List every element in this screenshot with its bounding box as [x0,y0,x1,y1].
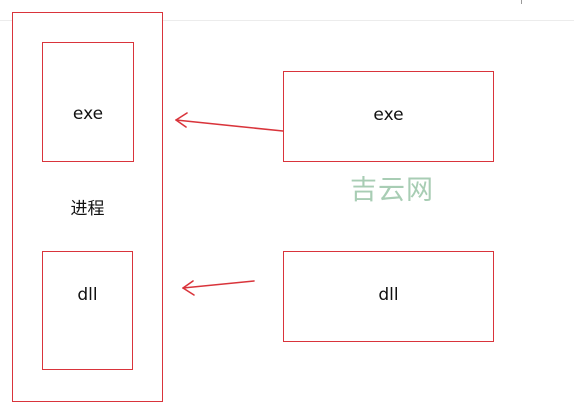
dll-arrow-shaft [182,280,255,289]
external-exe-label: exe [373,105,404,125]
external-dll-box [283,251,494,342]
dll-load-arrow [182,280,255,296]
process-exe-label: exe [72,104,104,124]
exe-arrow-shaft [175,119,284,132]
top-tick-mark [521,0,522,4]
exe-load-arrow [175,112,284,132]
top-divider-line [0,20,574,21]
dll-arrow-head [182,280,195,296]
external-exe-box [283,71,494,162]
process-label: 进程 [70,199,105,219]
exe-arrow-head [175,112,188,128]
external-dll-label: dll [378,285,399,305]
process-dll-box [42,251,133,370]
process-dll-label: dll [77,285,98,305]
watermark: 吉云网 [350,175,434,206]
process-exe-box [42,42,134,162]
